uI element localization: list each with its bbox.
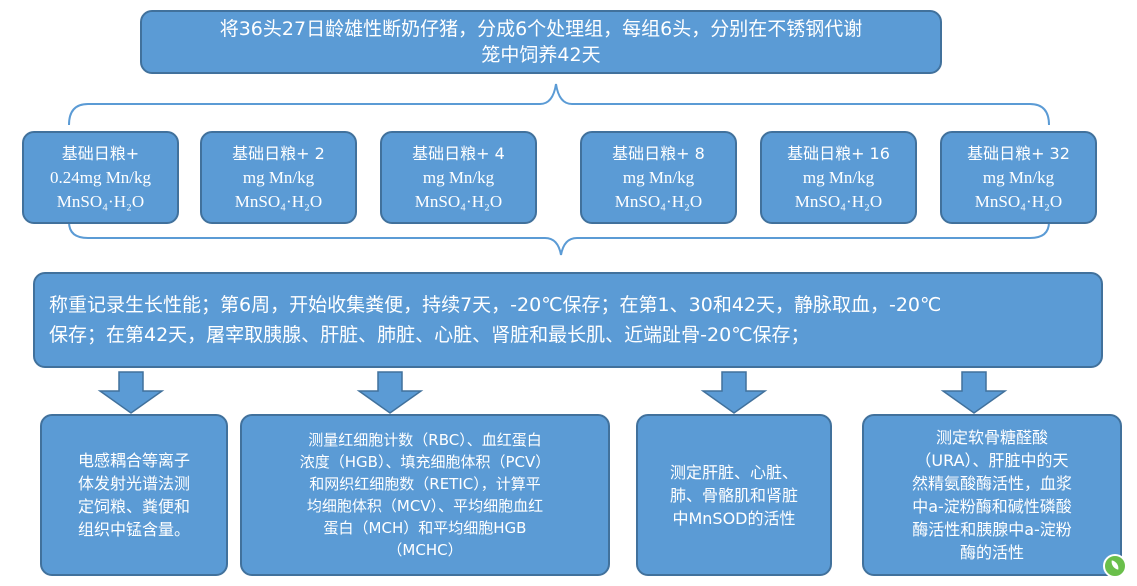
lower-brace [68,221,1050,256]
group-compound: MnSO₄·H₂O [614,191,703,211]
analysis-line: 中MnSOD的活性 [672,508,796,528]
group-label: 基础日粮+ 4 [412,143,505,163]
group-label: 基础日粮+ [61,143,140,163]
procedure-line-2: 保存；在第42天，屠宰取胰腺、肝脏、肺脏、心脏、肾脏和最长肌、近端趾骨-20℃保… [49,324,810,346]
group-label: 基础日粮+ 8 [612,143,705,163]
analysis-line: 电感耦合等离子 [77,451,190,470]
top-box: 将36头27日龄雄性断奶仔猪，分成6个处理组，每组6头，分别在不锈钢代谢 笼中饲… [140,10,942,74]
analysis-line: 组织中锰含量。 [77,520,190,539]
group-box-2: 基础日粮+ 2 mg Mn/kg MnSO₄·H₂O [200,131,357,224]
group-dose: mg Mn/kg [422,167,495,187]
leaf-logo-icon [1103,554,1127,578]
group-dose: 0.24mg Mn/kg [49,167,152,187]
procedure-line-1: 称重记录生长性能；第6周，开始收集粪便，持续7天，-20℃保存；在第1、30和4… [49,294,942,316]
analysis-line: 均细胞体积（MCV）、平均细胞血红 [306,497,544,515]
analysis-line: （URA）、肝脏中的天 [915,451,1069,470]
top-box-line-1: 将36头27日龄雄性断奶仔猪，分成6个处理组，每组6头，分别在不锈钢代谢 [219,18,863,40]
group-compound: MnSO₄·H₂O [234,191,323,211]
analysis-line: 肺、骨骼肌和肾脏 [669,485,798,505]
group-box-5: 基础日粮+ 16 mg Mn/kg MnSO₄·H₂O [760,131,917,224]
group-box-4: 基础日粮+ 8 mg Mn/kg MnSO₄·H₂O [580,131,737,224]
analysis-box-mnsod: 测定肝脏、心脏、 肺、骨骼肌和肾脏 中MnSOD的活性 [636,414,832,576]
analysis-line: （MCHC） [387,541,463,559]
group-dose: mg Mn/kg [242,167,315,187]
analysis-line: 酶的活性 [959,543,1024,562]
group-dose: mg Mn/kg [982,167,1055,187]
top-box-line-2: 笼中饲养42天 [481,44,601,66]
down-arrow-2 [356,371,424,414]
analysis-line: 定饲粮、粪便和 [77,497,190,516]
group-compound: MnSO₄·H₂O [56,191,145,211]
analysis-box-blood: 测量红细胞计数（RBC）、血红蛋白 浓度（HGB）、填充细胞体积（PCV） 和网… [240,414,610,576]
analysis-line: 然精氨酸酶活性，血浆 [911,474,1072,493]
analysis-line: 体发射光谱法测 [77,474,190,493]
analysis-line: 蛋白（MCH）和平均细胞HGB [323,519,527,537]
group-compound: MnSO₄·H₂O [974,191,1063,211]
group-compound: MnSO₄·H₂O [414,191,503,211]
analysis-line: 酶活性和胰腺中a-淀粉 [912,520,1072,539]
analysis-box-enzymes: 测定软骨糖醛酸 （URA）、肝脏中的天 然精氨酸酶活性，血浆 中a-淀粉酶和碱性… [862,414,1122,576]
down-arrow-1 [97,371,165,414]
procedure-box: 称重记录生长性能；第6周，开始收集粪便，持续7天，-20℃保存；在第1、30和4… [33,272,1103,368]
group-compound: MnSO₄·H₂O [794,191,883,211]
group-label: 基础日粮+ 16 [787,143,890,163]
group-dose: mg Mn/kg [802,167,875,187]
group-box-3: 基础日粮+ 4 mg Mn/kg MnSO₄·H₂O [380,131,537,224]
group-box-1: 基础日粮+ 0.24mg Mn/kg MnSO₄·H₂O [22,131,179,224]
analysis-line: 测定软骨糖醛酸 [935,428,1048,447]
group-box-6: 基础日粮+ 32 mg Mn/kg MnSO₄·H₂O [940,131,1097,224]
analysis-line: 和网织红细胞数（RETIC），计算平 [309,475,541,493]
group-label: 基础日粮+ 2 [232,143,325,163]
analysis-line: 测量红细胞计数（RBC）、血红蛋白 [308,431,542,449]
upper-brace [68,83,1050,126]
analysis-line: 中a-淀粉酶和碱性磷酸 [912,497,1072,516]
group-dose: mg Mn/kg [622,167,695,187]
group-label: 基础日粮+ 32 [967,143,1070,163]
analysis-line: 测定肝脏、心脏、 [669,462,798,482]
analysis-line: 浓度（HGB）、填充细胞体积（PCV） [299,453,551,471]
down-arrow-4 [940,371,1008,414]
down-arrow-3 [700,371,768,414]
analysis-box-mn-content: 电感耦合等离子 体发射光谱法测 定饲粮、粪便和 组织中锰含量。 [40,414,228,576]
